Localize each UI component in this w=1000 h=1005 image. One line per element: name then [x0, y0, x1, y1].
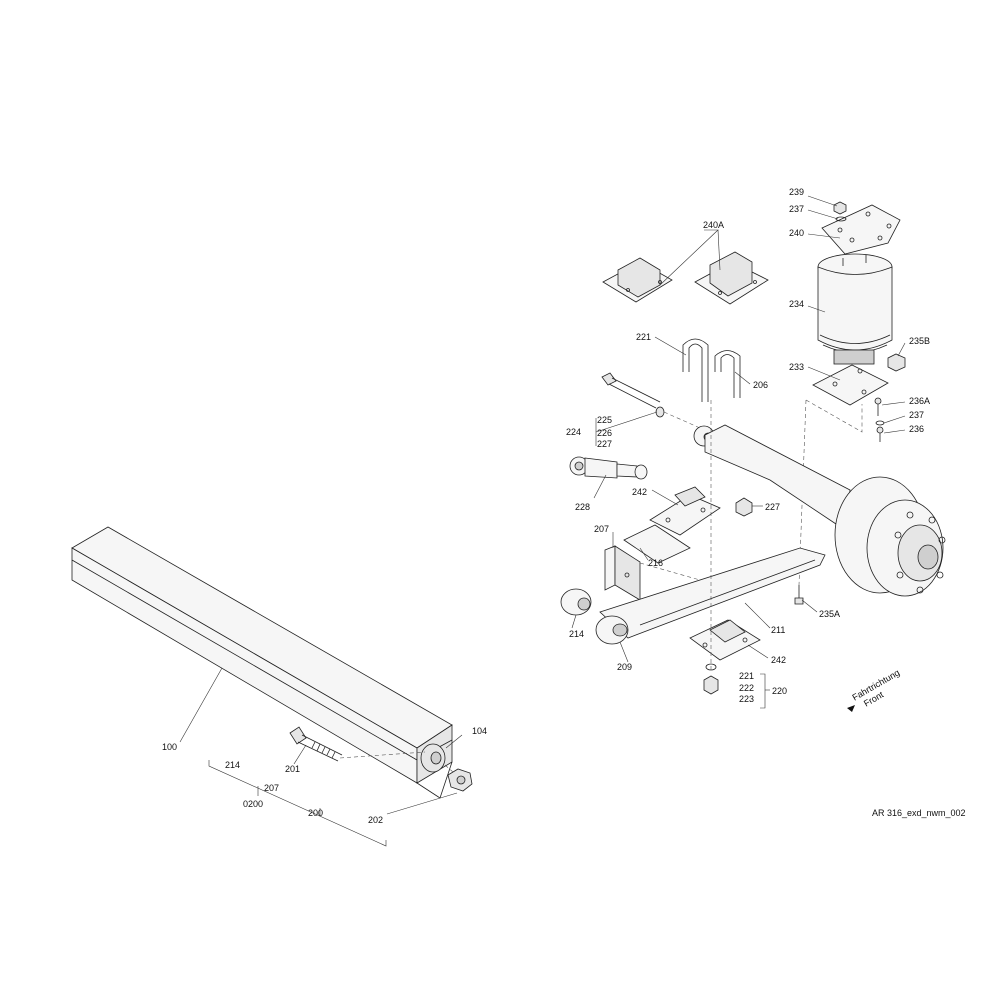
- drawing-id: AR 316_exd_nwm_002: [872, 808, 966, 818]
- brake-drum-hub: [834, 476, 946, 597]
- label-206: 206: [753, 380, 768, 390]
- label-211: 211: [771, 625, 785, 635]
- label-239: 239: [789, 187, 804, 197]
- label-226: 226: [597, 428, 612, 438]
- bushing-214: [560, 588, 592, 616]
- label-0200: 0200: [243, 799, 263, 809]
- washer-237-top: [835, 216, 847, 222]
- label-233: 233: [789, 362, 804, 372]
- bushing-104: [420, 743, 446, 773]
- label-237-bottom: 237: [909, 410, 924, 420]
- piston-plate-233: [812, 364, 889, 406]
- nut-202: [447, 768, 473, 792]
- direction-indicator: Fahrtrichtung Front: [850, 667, 901, 708]
- label-207-left: 207: [264, 783, 279, 793]
- washer-225: [655, 406, 665, 418]
- label-220: 220: [772, 686, 787, 696]
- trailing-arm-209: [595, 547, 826, 645]
- label-234: 234: [789, 299, 804, 309]
- label-222: 222: [739, 683, 754, 693]
- axle-tube: [704, 424, 851, 531]
- plate-216: [623, 524, 691, 564]
- axle-beam-100: [71, 526, 453, 799]
- label-225: 225: [597, 415, 612, 425]
- label-236A: 236A: [909, 396, 930, 406]
- label-200: 200: [308, 808, 323, 818]
- label-223: 223: [739, 694, 754, 704]
- label-235A: 235A: [819, 609, 840, 619]
- nut-235B: [887, 353, 906, 372]
- label-216: 216: [648, 558, 663, 568]
- label-237-top: 237: [789, 204, 804, 214]
- label-228: 228: [575, 502, 590, 512]
- label-201: 201: [285, 764, 300, 774]
- nut-239: [833, 201, 847, 215]
- label-227-side: 227: [765, 502, 780, 512]
- label-240A: 240A: [703, 220, 724, 230]
- label-242-upper: 242: [632, 487, 647, 497]
- label-202: 202: [368, 815, 383, 825]
- screw-236: [876, 426, 884, 442]
- u-bolt-221-b: [714, 350, 741, 398]
- label-224: 224: [566, 427, 581, 437]
- label-236: 236: [909, 424, 924, 434]
- hanger-bracket-207: [604, 545, 641, 601]
- washer-237-bottom: [875, 420, 885, 426]
- air-spring-bellow-234: [817, 253, 893, 365]
- shock-absorber-228: [569, 456, 648, 480]
- label-227-group: 227: [597, 439, 612, 449]
- spring-seat-242-lower: [689, 619, 761, 661]
- label-214-right: 214: [569, 629, 584, 639]
- direction-arrow-icon: [847, 705, 855, 712]
- nut-227-side: [735, 497, 753, 517]
- label-214-left: 214: [225, 760, 240, 770]
- bolt-235A: [794, 585, 804, 605]
- bracket-240A-left: [602, 257, 673, 303]
- label-240: 240: [789, 228, 804, 238]
- label-209: 209: [617, 662, 632, 672]
- u-bolt-221-a: [682, 338, 709, 402]
- top-plate-240: [821, 204, 901, 255]
- bolt-224: [601, 372, 661, 409]
- label-104: 104: [472, 726, 487, 736]
- nut-223: [703, 675, 719, 695]
- label-207-right: 207: [594, 524, 609, 534]
- label-221-bottom: 221: [739, 671, 754, 681]
- bolt-201: [289, 726, 343, 762]
- screw-236A: [874, 397, 882, 416]
- label-235B: 235B: [909, 336, 930, 346]
- label-221-top: 221: [636, 332, 651, 342]
- bracket-240A-right: [694, 251, 769, 305]
- spring-seat-242-upper: [649, 486, 721, 536]
- label-100: 100: [162, 742, 177, 752]
- label-242-lower: 242: [771, 655, 786, 665]
